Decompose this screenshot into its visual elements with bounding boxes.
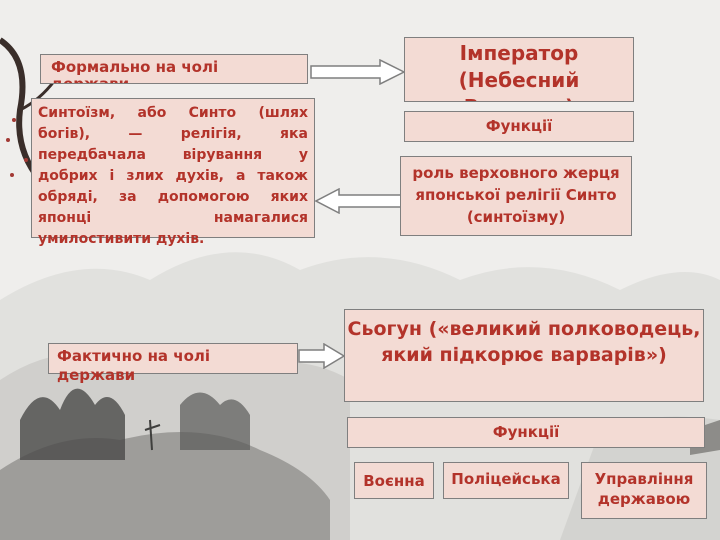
formal-head-label: Формально на чолі держави (40, 54, 308, 84)
function-administration: Управління державою (581, 462, 707, 519)
actual-head-text: Фактично на чолі держави (57, 347, 211, 384)
arrow-actual-to-shogun (298, 343, 346, 369)
function-administration-text: Управління державою (594, 470, 694, 508)
arrow-formal-to-emperor (310, 59, 406, 85)
emperor-box: Імператор (Небесний Володар) (404, 37, 634, 102)
emperor-functions-header: Функції (404, 111, 634, 142)
shogun-box: Сьогун («великий полководець, який підко… (344, 309, 704, 402)
arrow-role-to-shinto (315, 188, 402, 214)
shogun-functions-label: Функції (492, 423, 560, 441)
function-military: Воєнна (354, 462, 434, 499)
emperor-title: Імператор (Небесний Володар) (458, 41, 580, 101)
actual-head-label: Фактично на чолі держави (48, 343, 298, 384)
emperor-role-box: роль верховного жерця японської релігії … (400, 156, 632, 236)
emperor-functions-label: Функції (485, 117, 553, 135)
formal-head-text: Формально на чолі держави (51, 58, 219, 84)
function-police: Поліцейська (443, 462, 569, 499)
shinto-definition: Синтоїзм, або Синто (шлях богів), — релі… (31, 98, 315, 247)
shogun-functions-header: Функції (347, 417, 705, 448)
shogun-title: Сьогун («великий полководець, який підко… (347, 318, 701, 366)
function-police-text: Поліцейська (451, 470, 561, 488)
emperor-role-text: роль верховного жерця японської релігії … (412, 164, 620, 226)
shinto-text: Синтоїзм, або Синто (шлях богів), — релі… (38, 105, 308, 247)
function-military-text: Воєнна (363, 472, 425, 490)
